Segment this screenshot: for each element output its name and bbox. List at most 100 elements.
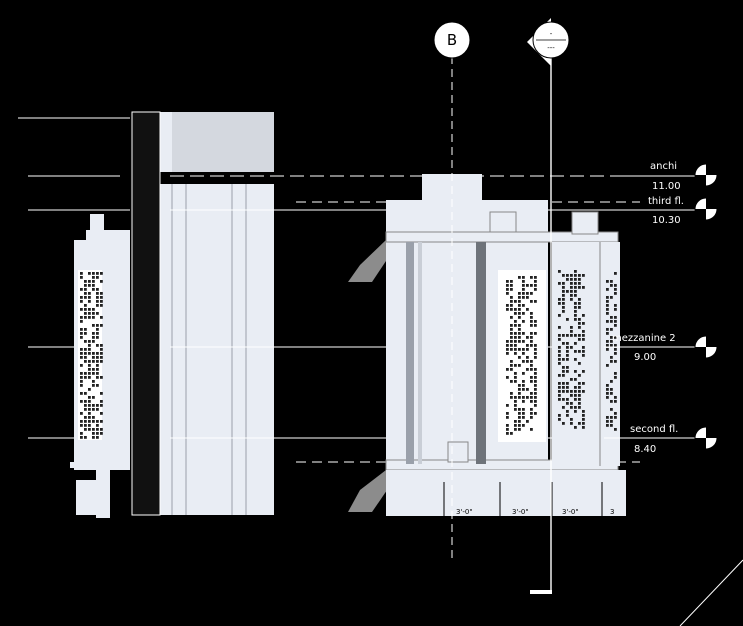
perforation-dot	[574, 398, 577, 401]
perforation-dot	[534, 372, 537, 375]
perforation-dot	[606, 328, 609, 331]
perforation-dot	[96, 420, 99, 423]
perforation-dot	[88, 372, 91, 375]
perforation-dot	[100, 420, 103, 423]
perforation-dot	[96, 300, 99, 303]
perforation-dot	[88, 352, 91, 355]
perforation-dot	[530, 340, 533, 343]
perforation-dot	[88, 424, 91, 427]
perforation-dot	[526, 396, 529, 399]
perforation-dot	[566, 382, 569, 385]
perforation-dot	[534, 344, 537, 347]
perforation-dot	[530, 312, 533, 315]
perforation-dot	[514, 404, 517, 407]
perforation-dot	[88, 428, 91, 431]
perforation-dot	[100, 352, 103, 355]
perforation-dot	[92, 312, 95, 315]
perforation-dot	[84, 340, 87, 343]
perforation-dot	[530, 408, 533, 411]
perforation-dot	[518, 312, 521, 315]
perforation-dot	[84, 420, 87, 423]
perforation-dot	[574, 342, 577, 345]
perforation-dot	[570, 378, 573, 381]
perforation-dot	[92, 360, 95, 363]
perforation-dot	[100, 348, 103, 351]
perforation-dot	[510, 304, 513, 307]
left-lower-panel	[76, 480, 102, 515]
perforation-dot	[562, 286, 565, 289]
perforation-dot	[534, 284, 537, 287]
level-name: second fl.	[630, 424, 678, 435]
perforation-dot	[614, 428, 617, 431]
perforation-dot	[522, 408, 525, 411]
perforation-dot	[606, 364, 609, 367]
perforation-dot	[582, 370, 585, 373]
perforation-dot	[570, 326, 573, 329]
perforation-dot	[562, 366, 565, 369]
perforation-dot	[562, 294, 565, 297]
perforation-dot	[610, 424, 613, 427]
perforation-dot	[80, 296, 83, 299]
perforation-dot	[570, 346, 573, 349]
perforation-dot	[84, 352, 87, 355]
perforation-dot	[578, 406, 581, 409]
perforation-dot	[566, 318, 569, 321]
perforation-dot	[506, 352, 509, 355]
perforation-dot	[530, 320, 533, 323]
perforation-dot	[578, 278, 581, 281]
perforation-dot	[514, 380, 517, 383]
perforation-dot	[514, 372, 517, 375]
perforation-dot	[530, 344, 533, 347]
perforation-dot	[100, 356, 103, 359]
perforation-dot	[614, 416, 617, 419]
perforation-dot	[522, 388, 525, 391]
perforation-dot	[100, 272, 103, 275]
perforation-dot	[80, 320, 83, 323]
perforation-dot	[100, 300, 103, 303]
perforation-dot	[80, 276, 83, 279]
perforation-dot	[514, 396, 517, 399]
perforation-dot	[100, 400, 103, 403]
perforation-dot	[562, 358, 565, 361]
perforation-dot	[506, 284, 509, 287]
grid-bubble-b	[433, 21, 471, 59]
perforation-dot	[92, 288, 95, 291]
perforation-dot	[562, 290, 565, 293]
perforation-dot	[526, 348, 529, 351]
perforation-dot	[530, 284, 533, 287]
perforation-dot	[578, 274, 581, 277]
perforation-dot	[92, 408, 95, 411]
perforation-dot	[614, 272, 617, 275]
perforation-dot	[514, 336, 517, 339]
perforation-dot	[606, 280, 609, 283]
perforation-dot	[506, 304, 509, 307]
perforation-dot	[522, 400, 525, 403]
perforation-dot	[610, 280, 613, 283]
perforation-dot	[510, 360, 513, 363]
perforation-dot	[88, 388, 91, 391]
perforation-dot	[526, 368, 529, 371]
perforation-dot	[574, 394, 577, 397]
perforation-dot	[570, 394, 573, 397]
bottom-label-3: 3'-0"	[562, 508, 579, 516]
perforation-dot	[606, 420, 609, 423]
perforation-dot	[566, 390, 569, 393]
perforation-dot	[610, 316, 613, 319]
perforation-dot	[96, 304, 99, 307]
perforation-dot	[562, 298, 565, 301]
perforation-dot	[558, 394, 561, 397]
right-interior-column	[418, 242, 422, 464]
perforation-dot	[522, 348, 525, 351]
perforation-dot	[518, 308, 521, 311]
perforation-dot	[614, 352, 617, 355]
perforation-dot	[570, 294, 573, 297]
perforation-dot	[530, 380, 533, 383]
perforation-dot	[84, 404, 87, 407]
perforation-dot	[514, 352, 517, 355]
perforation-dot	[558, 338, 561, 341]
perforation-dot	[96, 376, 99, 379]
perforation-dot	[522, 320, 525, 323]
perforation-dot	[558, 374, 561, 377]
perforation-dot	[522, 304, 525, 307]
perforation-dot	[84, 424, 87, 427]
